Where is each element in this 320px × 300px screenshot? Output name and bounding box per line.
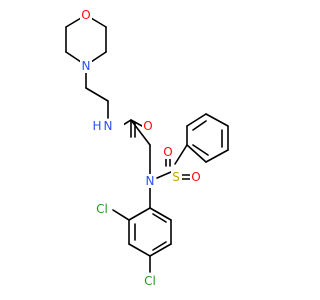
chemical-structure-diagram: O N H N O N S O O Cl Cl xyxy=(65,8,229,288)
bond xyxy=(130,119,151,146)
carbonyl-oxygen-label: O xyxy=(143,119,152,133)
bond xyxy=(128,207,151,221)
atom-label-layer: O N H N O N S O O Cl Cl xyxy=(80,8,202,288)
bond xyxy=(152,213,167,223)
bond xyxy=(85,87,109,102)
bond xyxy=(65,51,82,63)
bond xyxy=(156,171,172,179)
bond xyxy=(112,209,130,221)
bond-layer xyxy=(65,14,229,273)
amide-hydrogen-label: H xyxy=(92,119,101,133)
bond xyxy=(192,144,209,156)
morpholine-nitrogen-label: N xyxy=(82,59,91,73)
bond xyxy=(205,113,229,127)
bond xyxy=(90,51,107,63)
morpholine-oxygen-label: O xyxy=(81,8,90,22)
sulfur-label: S xyxy=(172,170,180,184)
para-chlorine-label: Cl xyxy=(144,274,156,288)
bond xyxy=(174,144,188,165)
bond xyxy=(186,144,207,163)
sulfonyl-oxygen-right-label: O xyxy=(191,170,200,184)
sulfonamide-nitrogen-label: N xyxy=(146,174,155,188)
ortho-chlorine-label: Cl xyxy=(96,202,108,216)
bond xyxy=(186,113,207,127)
bond xyxy=(192,120,207,131)
bond xyxy=(152,241,167,251)
sulfonyl-oxygen-left-label: O xyxy=(163,145,172,159)
bond xyxy=(205,149,229,163)
bond xyxy=(130,119,143,127)
bond xyxy=(149,207,172,221)
amide-nitrogen-label: N xyxy=(104,119,113,133)
bond xyxy=(128,243,151,257)
bond xyxy=(149,243,172,257)
